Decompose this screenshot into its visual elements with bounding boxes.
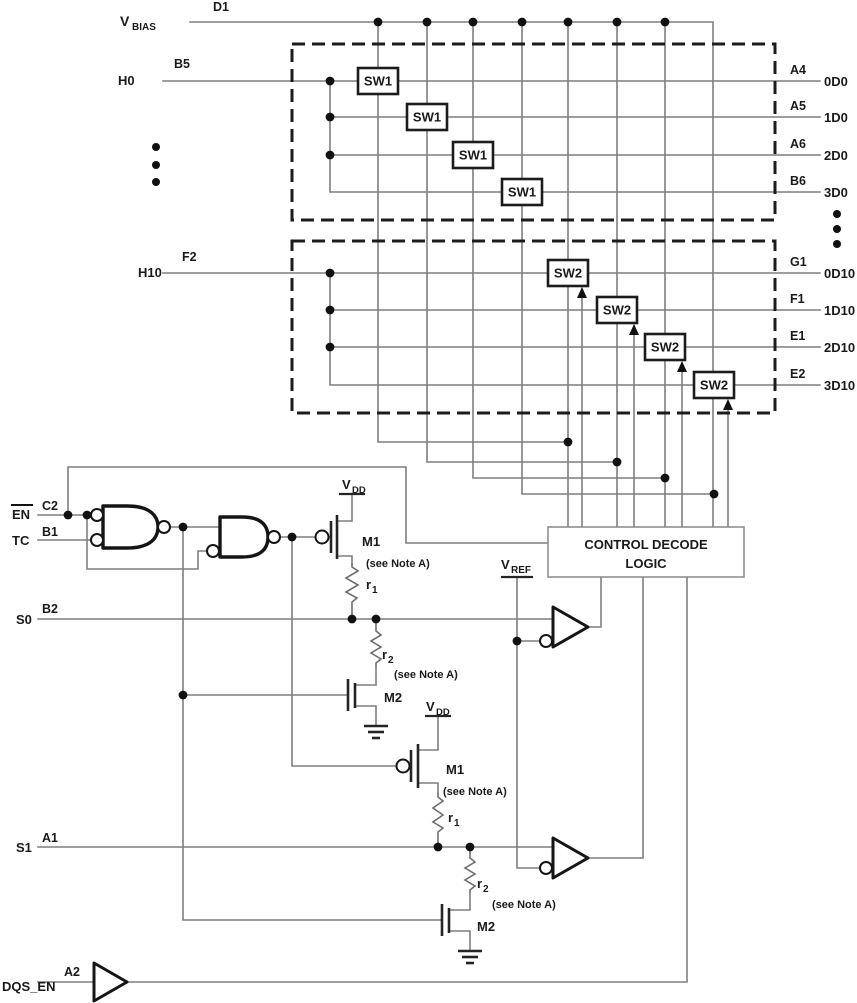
m2b-label: M2	[477, 919, 495, 934]
vbias-pin: D1	[213, 0, 229, 14]
input-dqs-en: DQS_EN	[2, 979, 55, 994]
vdd1-sub: DD	[352, 485, 366, 496]
nmos-m2-b	[440, 904, 451, 936]
pin-tc: B1	[42, 525, 58, 539]
comparator-s0	[539, 605, 590, 649]
r2a-label: r	[382, 647, 387, 662]
pmos-m1-a	[314, 515, 339, 559]
ground-symbol-2	[458, 949, 482, 965]
ellipsis-dots-left	[152, 143, 160, 186]
output-1d10: 1D10	[824, 303, 855, 318]
output-1d0: 1D0	[824, 110, 848, 125]
input-s1: S1	[16, 840, 32, 855]
r1b-sub: 1	[454, 818, 460, 829]
m2a-label: M2	[384, 690, 402, 705]
r1a-label: r	[366, 577, 371, 592]
sw1-label-2: SW1	[413, 110, 441, 125]
nand-gate-2	[206, 515, 281, 559]
sw1-label-1: SW1	[364, 74, 392, 89]
control-logic-line2: LOGIC	[625, 556, 667, 571]
sw2-label-2: SW2	[603, 303, 631, 318]
vref-sub: REF	[511, 565, 531, 576]
pin-0d0: A4	[790, 63, 806, 77]
vdd1-label: V	[342, 477, 351, 492]
control-logic-line1: CONTROL DECODE	[584, 537, 708, 552]
nand-gate-1	[90, 504, 171, 550]
pin-s1: A1	[42, 831, 58, 845]
sw2-label-4: SW2	[700, 378, 728, 393]
sw1-switches	[356, 66, 544, 207]
vbias-sub: BIAS	[132, 22, 156, 33]
vref-label: V	[501, 557, 510, 572]
sw2-control-arrows	[577, 287, 733, 410]
pin-en: C2	[42, 499, 58, 513]
nmos-m2-a	[346, 679, 357, 711]
output-2d10: 2D10	[824, 340, 855, 355]
pmos-m1-b	[395, 744, 420, 788]
pin-dqs-en: A2	[64, 965, 80, 979]
output-0d10: 0D10	[824, 266, 855, 281]
control-decode-logic-box	[547, 526, 745, 578]
comparator-s1	[539, 836, 590, 880]
switch-bank1-outline	[290, 42, 777, 222]
input-h10: H10	[138, 265, 162, 280]
pin-3d0: B6	[790, 174, 806, 188]
note-4: (see Note A)	[492, 899, 556, 911]
m1b-label: M1	[446, 762, 464, 777]
output-2d0: 2D0	[824, 148, 848, 163]
input-h0: H0	[118, 73, 135, 88]
vdd2-sub: DD	[436, 707, 450, 718]
pin-2d0: A6	[790, 137, 806, 151]
note-1: (see Note A)	[366, 558, 430, 570]
pin-1d10: F1	[790, 292, 805, 306]
sw2-switches	[546, 258, 736, 400]
vdd2-label: V	[426, 699, 435, 714]
sw1-label-3: SW1	[459, 148, 487, 163]
input-s0: S0	[16, 612, 32, 627]
r2a-sub: 2	[388, 655, 394, 666]
note-3: (see Note A)	[443, 786, 507, 798]
pin-s0: B2	[42, 602, 58, 616]
ellipsis-dots-right	[833, 210, 841, 248]
output-0d0: 0D0	[824, 74, 848, 89]
input-tc: TC	[12, 533, 30, 548]
r2b-sub: 2	[483, 884, 489, 895]
pin-0d10: G1	[790, 255, 807, 269]
dqs-en-buffer	[92, 961, 129, 1003]
signal-wires	[37, 21, 821, 983]
r1a-sub: 1	[372, 585, 378, 596]
pin-2d10: E1	[790, 329, 805, 343]
sw2-label-1: SW2	[554, 266, 582, 281]
sw2-label-3: SW2	[651, 340, 679, 355]
switch-bank2-outline	[290, 239, 777, 415]
pin-3d10: E2	[790, 367, 805, 381]
input-en: EN	[12, 507, 30, 522]
sw1-label-4: SW1	[508, 185, 536, 200]
pin-h0: B5	[174, 57, 190, 71]
note-2: (see Note A)	[394, 669, 458, 681]
pin-1d0: A5	[790, 99, 806, 113]
r1b-label: r	[448, 810, 453, 825]
m1a-label: M1	[362, 534, 380, 549]
r2b-label: r	[477, 876, 482, 891]
output-3d10: 3D10	[824, 378, 855, 393]
output-3d0: 3D0	[824, 185, 848, 200]
pin-h10: F2	[182, 250, 197, 264]
vbias-label: V	[120, 13, 130, 29]
junction-dots	[63, 17, 719, 852]
ground-symbol-1	[364, 724, 388, 740]
